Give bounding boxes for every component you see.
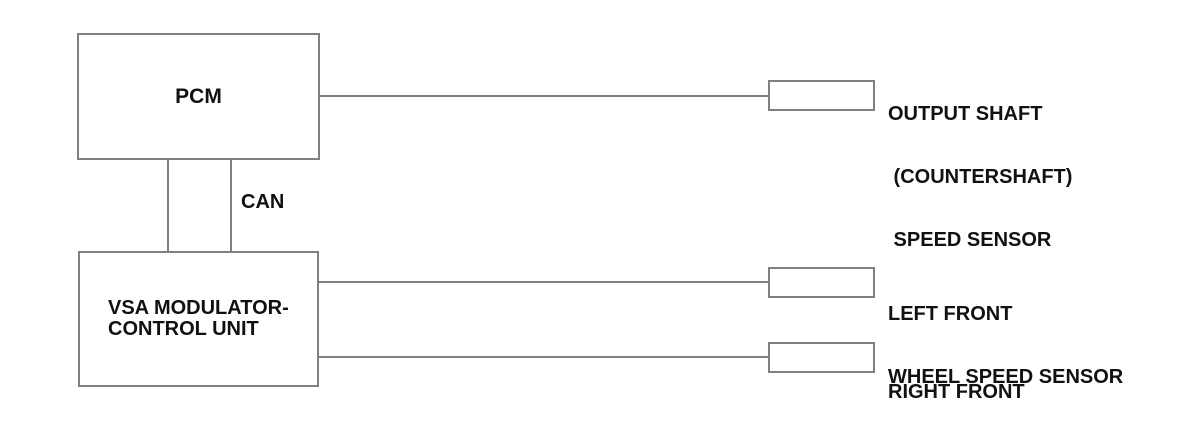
left-front-sensor-label: LEFT FRONT WHEEL SPEED SENSOR [888,262,1123,421]
vsa-label-line-2: CONTROL UNIT [108,318,259,340]
left-front-sensor-connector [768,267,875,298]
output-shaft-sensor-label: OUTPUT SHAFT (COUNTERSHAFT) SPEED SENSOR [888,62,1072,293]
left-front-sensor-label-line-1: LEFT FRONT [888,303,1013,325]
vsa-to-right-front-sensor-wire [319,356,768,358]
pcm-label: PCM [175,84,222,108]
vsa-label-line-1: VSA MODULATOR- [108,297,289,319]
right-front-sensor-label: RIGHT FRONT WHEEL SPEED SENSOR [888,340,1123,421]
vsa-to-left-front-sensor-wire [319,281,768,283]
pcm-to-output-shaft-sensor-wire [320,95,768,97]
output-shaft-sensor-label-line-3: SPEED SENSOR [888,229,1052,251]
right-front-sensor-connector [768,342,875,373]
left-front-sensor-label-line-2: WHEEL SPEED SENSOR [888,366,1124,388]
pcm-block: PCM [77,33,320,160]
can-bus-label: CAN [241,191,285,213]
can-bus-wire-1 [167,160,169,251]
output-shaft-sensor-label-line-1: OUTPUT SHAFT [888,103,1043,125]
output-shaft-sensor-connector [768,80,875,111]
can-bus-wire-2 [230,160,232,251]
right-front-sensor-label-line-1: RIGHT FRONT [888,381,1025,403]
output-shaft-sensor-label-line-2: (COUNTERSHAFT) [888,166,1073,188]
vsa-modulator-control-unit-block: VSA MODULATOR- CONTROL UNIT [78,251,319,387]
